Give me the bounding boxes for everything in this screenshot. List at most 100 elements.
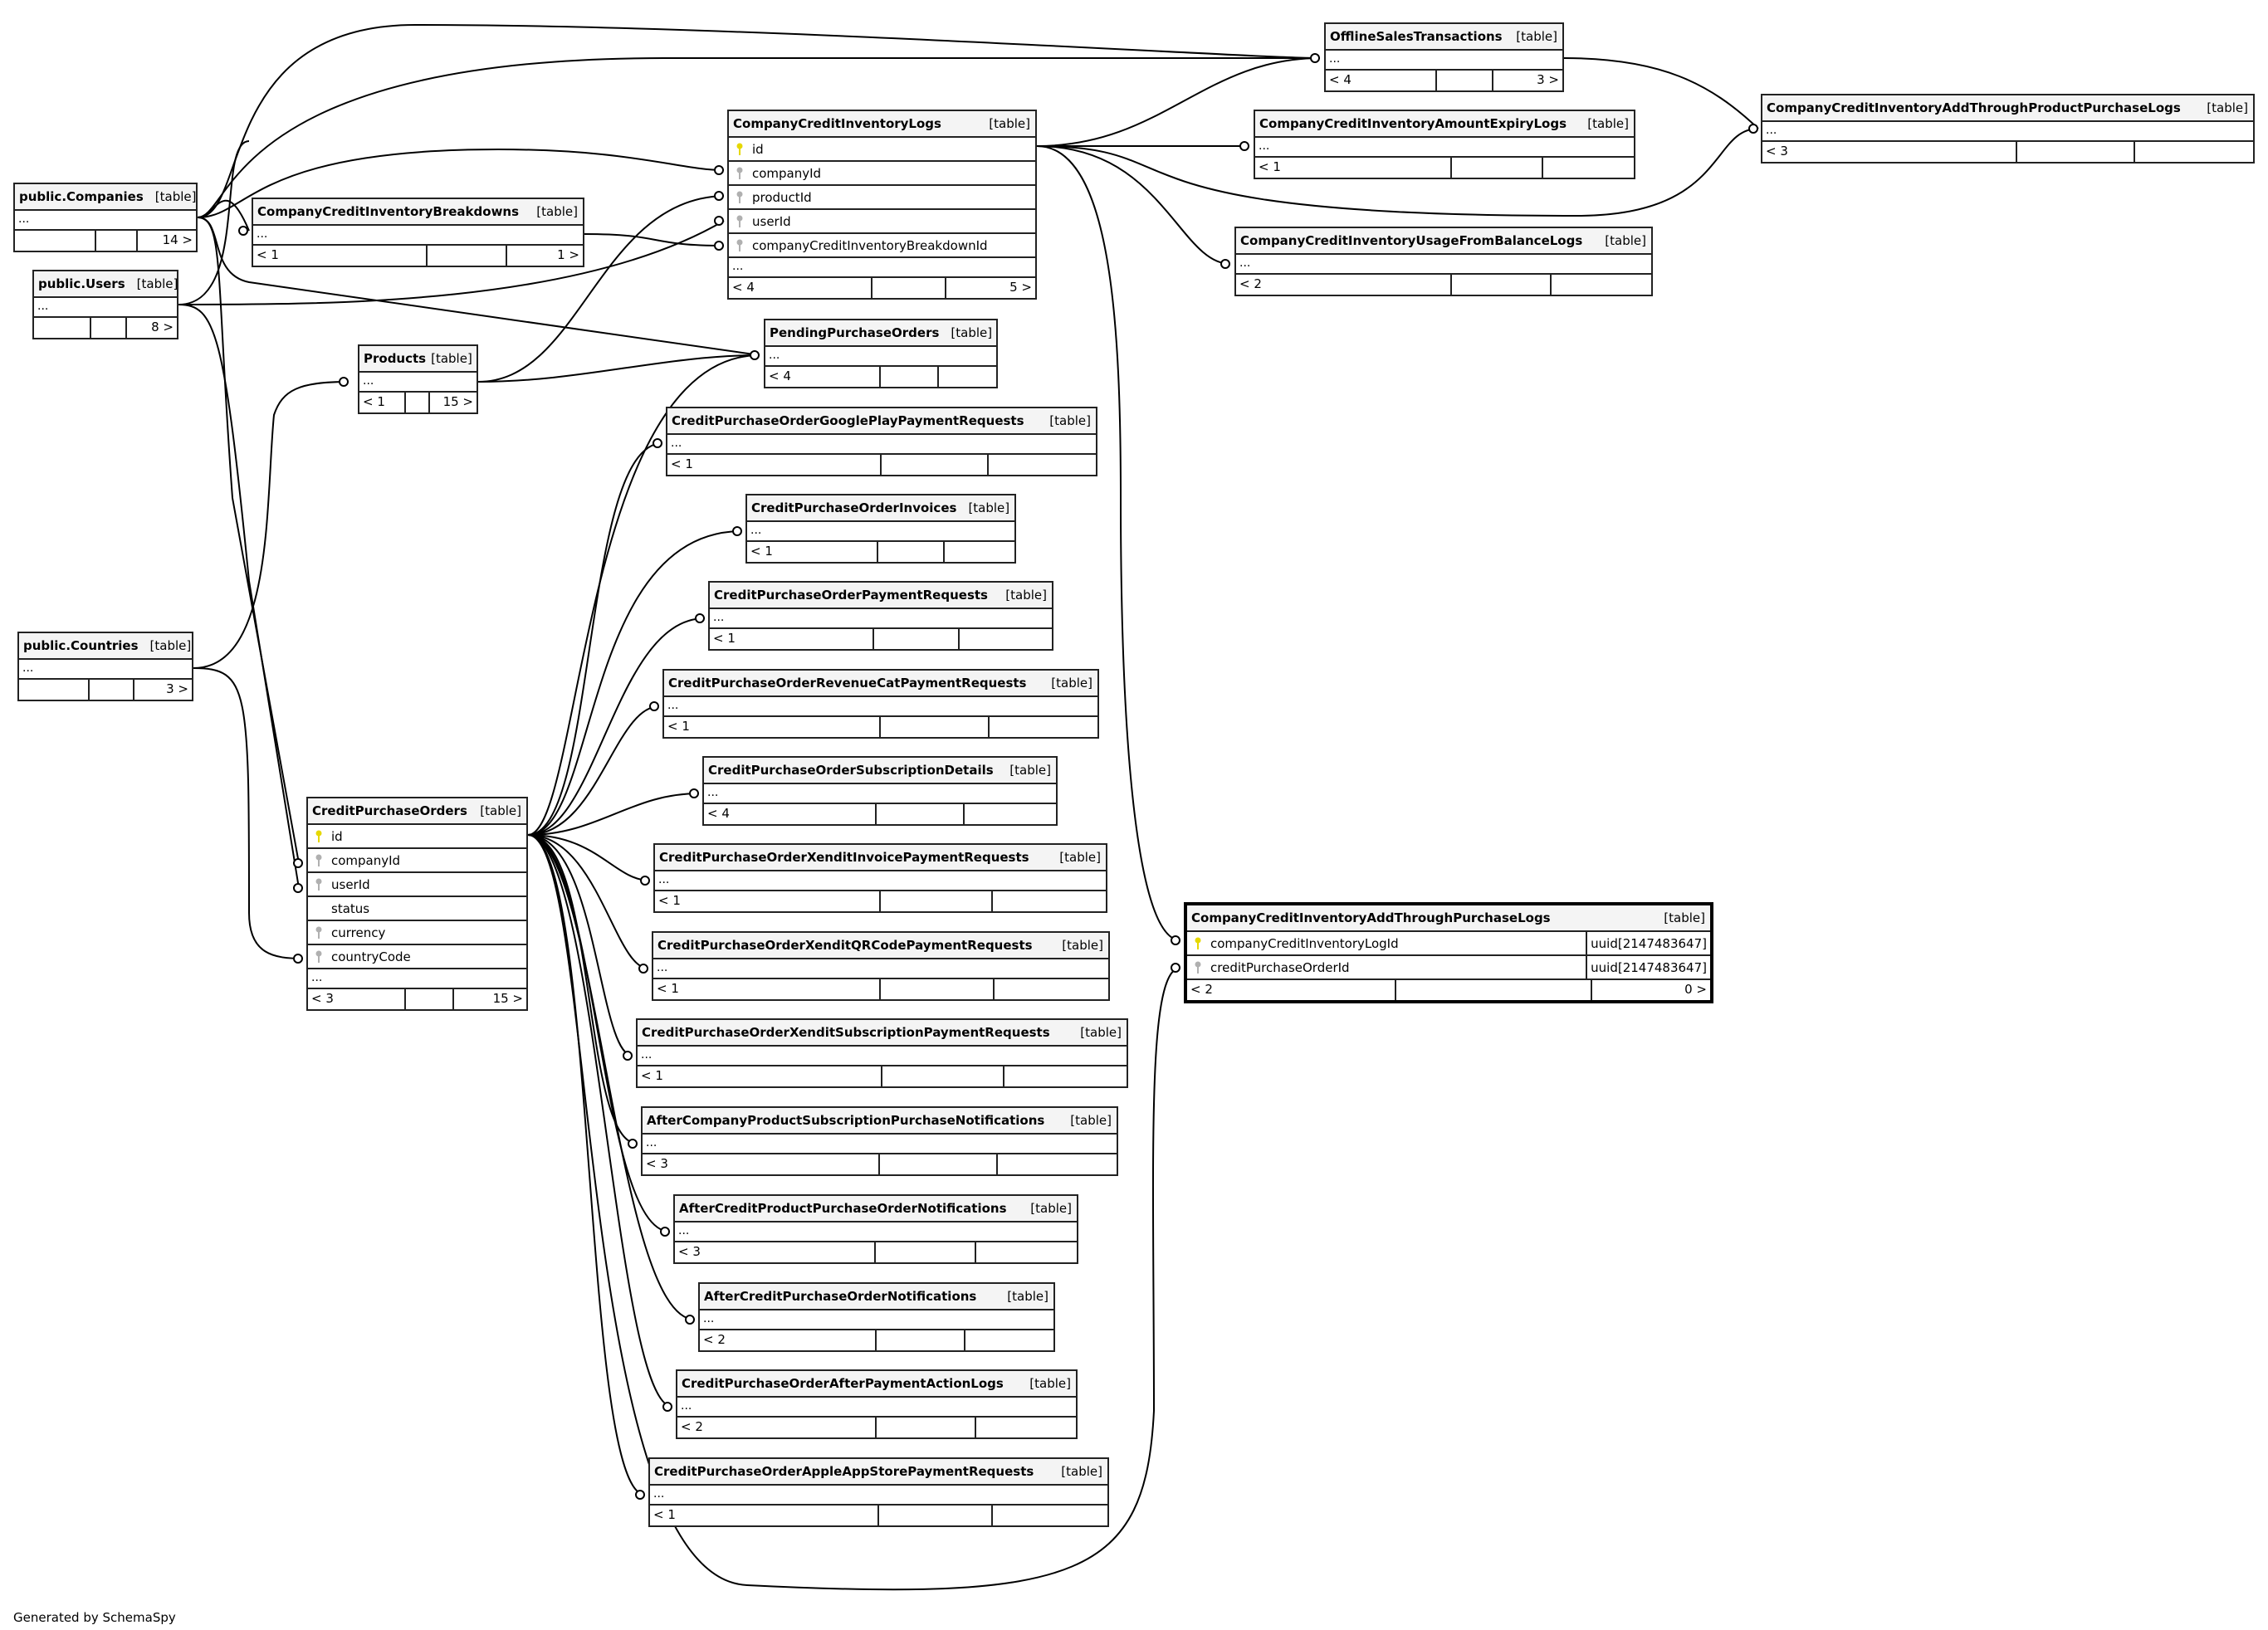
- table-credit-purchase-order-payment-requests[interactable]: CreditPurchaseOrderPaymentRequests[table…: [708, 581, 1053, 651]
- cardinality-marker: [649, 701, 659, 711]
- relationship-edge: [527, 834, 673, 1408]
- more-columns: ...: [1236, 255, 1651, 275]
- more-columns: ...: [1255, 138, 1634, 158]
- foreign-key-icon: [311, 854, 326, 867]
- table-name: CompanyCreditInventoryAddThroughProductP…: [1767, 100, 2181, 115]
- table-name: AfterCreditProductPurchaseOrderNotificat…: [679, 1201, 1007, 1216]
- column-row[interactable]: countryCode: [308, 945, 526, 969]
- table-credit-purchase-order-invoices[interactable]: CreditPurchaseOrderInvoices[table] ... <…: [745, 494, 1016, 564]
- column-row[interactable]: companyId: [308, 849, 526, 873]
- relationship-edge: [1563, 57, 1759, 129]
- table-footer: < 1: [710, 629, 1052, 649]
- table-company-credit-inventory-logs[interactable]: CompanyCreditInventoryLogs[table] id com…: [727, 110, 1037, 300]
- table-footer: < 1: [747, 542, 1014, 562]
- column-row[interactable]: userId: [308, 873, 526, 897]
- column-row[interactable]: userId: [729, 210, 1035, 234]
- table-company-credit-inventory-breakdowns[interactable]: CompanyCreditInventoryBreakdowns[table] …: [252, 198, 584, 267]
- table-name: CompanyCreditInventoryAmountExpiryLogs: [1259, 116, 1567, 131]
- table-name: CompanyCreditInventoryAddThroughPurchase…: [1191, 910, 1551, 925]
- table-credit-purchase-order-xendit-subscription-payment-requests[interactable]: CreditPurchaseOrderXenditSubscriptionPay…: [636, 1018, 1128, 1088]
- table-type: [table]: [480, 803, 521, 818]
- table-pending-purchase-orders[interactable]: PendingPurchaseOrders[table] ... < 4: [764, 319, 998, 388]
- table-credit-purchase-order-apple-app-store-payment-requests[interactable]: CreditPurchaseOrderAppleAppStorePaymentR…: [648, 1457, 1109, 1527]
- column-row[interactable]: companyCreditInventoryBreakdownId: [729, 234, 1035, 258]
- relationship-edge: [1036, 128, 1759, 217]
- table-public-companies[interactable]: public.Companies[table] ... 14 >: [13, 183, 198, 252]
- column-row[interactable]: currency: [308, 921, 526, 945]
- table-credit-purchase-orders[interactable]: CreditPurchaseOrders[table] id companyId…: [306, 797, 528, 1011]
- table-company-credit-inventory-usage-from-balance-logs[interactable]: CompanyCreditInventoryUsageFromBalanceLo…: [1234, 227, 1653, 296]
- more-columns: ...: [677, 1398, 1076, 1418]
- table-type: [table]: [431, 351, 472, 366]
- more-columns: ...: [655, 871, 1106, 891]
- table-credit-purchase-order-subscription-details[interactable]: CreditPurchaseOrderSubscriptionDetails[t…: [702, 756, 1058, 826]
- more-columns: ...: [643, 1135, 1117, 1154]
- table-company-credit-inventory-add-through-product-purchase-logs[interactable]: CompanyCreditInventoryAddThroughProductP…: [1761, 94, 2255, 163]
- table-public-countries[interactable]: public.Countries[table] ... 3 >: [17, 632, 193, 701]
- relationship-edge: [527, 834, 671, 1232]
- table-footer: < 1: [1255, 158, 1634, 178]
- column-row[interactable]: productId: [729, 186, 1035, 210]
- more-columns: ...: [638, 1047, 1127, 1066]
- table-footer: < 1: [650, 1506, 1107, 1525]
- table-type: [table]: [1061, 1464, 1102, 1479]
- relationship-edge: [193, 381, 349, 669]
- column-name: companyCreditInventoryBreakdownId: [752, 237, 988, 253]
- table-type: [table]: [1005, 588, 1047, 603]
- more-columns: ...: [1762, 122, 2253, 142]
- column-row[interactable]: id: [308, 825, 526, 849]
- column-name: creditPurchaseOrderId: [1210, 959, 1350, 975]
- column-row[interactable]: creditPurchaseOrderId uuid[2147483647]: [1187, 956, 1710, 980]
- table-company-credit-inventory-amount-expiry-logs[interactable]: CompanyCreditInventoryAmountExpiryLogs [t…: [1254, 110, 1635, 179]
- table-after-company-product-subscription-purchase-notifications[interactable]: AfterCompanyProductSubscriptionPurchaseN…: [641, 1106, 1118, 1176]
- more-columns: ...: [747, 522, 1014, 542]
- more-columns: ...: [704, 784, 1056, 804]
- column-name: countryCode: [331, 949, 411, 964]
- column-name: id: [752, 141, 764, 157]
- table-footer: 3 >: [19, 680, 192, 700]
- primary-key-icon: [732, 143, 747, 156]
- cardinality-marker: [623, 1051, 633, 1061]
- table-type: [table]: [1587, 116, 1629, 131]
- table-type: [table]: [989, 116, 1030, 131]
- primary-key-icon: [311, 830, 326, 843]
- column-name: status: [331, 900, 370, 916]
- table-public-users[interactable]: public.Users[table] ... 8 >: [32, 270, 178, 339]
- relationship-edge: [527, 834, 638, 1144]
- table-credit-purchase-order-xendit-qrcode-payment-requests[interactable]: CreditPurchaseOrderXenditQRCodePaymentRe…: [652, 931, 1110, 1001]
- table-name: CompanyCreditInventoryUsageFromBalanceLo…: [1240, 233, 1583, 248]
- table-name: CreditPurchaseOrderXenditInvoicePaymentR…: [659, 850, 1029, 865]
- table-name: Products: [364, 351, 427, 366]
- table-after-credit-purchase-order-notifications[interactable]: AfterCreditPurchaseOrderNotifications[ta…: [698, 1282, 1055, 1352]
- table-name: CreditPurchaseOrderXenditSubscriptionPay…: [642, 1025, 1050, 1040]
- table-after-credit-product-purchase-order-notifications[interactable]: AfterCreditProductPurchaseOrderNotificat…: [673, 1194, 1078, 1264]
- more-columns: ...: [19, 660, 192, 680]
- table-company-credit-inventory-add-through-purchase-logs[interactable]: CompanyCreditInventoryAddThroughPurchase…: [1184, 902, 1713, 1003]
- more-columns: ...: [34, 298, 177, 318]
- table-footer: < 4: [765, 367, 996, 387]
- table-credit-purchase-order-google-play-payment-requests[interactable]: CreditPurchaseOrderGooglePlayPaymentRequ…: [666, 407, 1097, 476]
- table-type: [table]: [536, 204, 578, 219]
- column-type: uuid[2147483647]: [1586, 932, 1710, 954]
- table-credit-purchase-order-xendit-invoice-payment-requests[interactable]: CreditPurchaseOrderXenditInvoicePaymentR…: [653, 843, 1107, 913]
- column-row[interactable]: id: [729, 138, 1035, 162]
- column-row[interactable]: companyId: [729, 162, 1035, 186]
- column-type: uuid[2147483647]: [1586, 956, 1710, 978]
- table-type: [table]: [136, 276, 178, 291]
- cardinality-marker: [1310, 53, 1320, 63]
- cardinality-marker: [653, 438, 662, 448]
- table-footer: < 2: [1236, 275, 1651, 295]
- table-credit-purchase-order-revenuecat-payment-requests[interactable]: CreditPurchaseOrderRevenueCatPaymentRequ…: [662, 669, 1099, 739]
- cardinality-marker: [1171, 963, 1180, 973]
- column-row[interactable]: status: [308, 897, 526, 921]
- table-credit-purchase-order-after-payment-action-logs[interactable]: CreditPurchaseOrderAfterPaymentActionLog…: [676, 1369, 1078, 1439]
- cardinality-marker: [714, 216, 724, 226]
- cardinality-marker: [695, 613, 705, 623]
